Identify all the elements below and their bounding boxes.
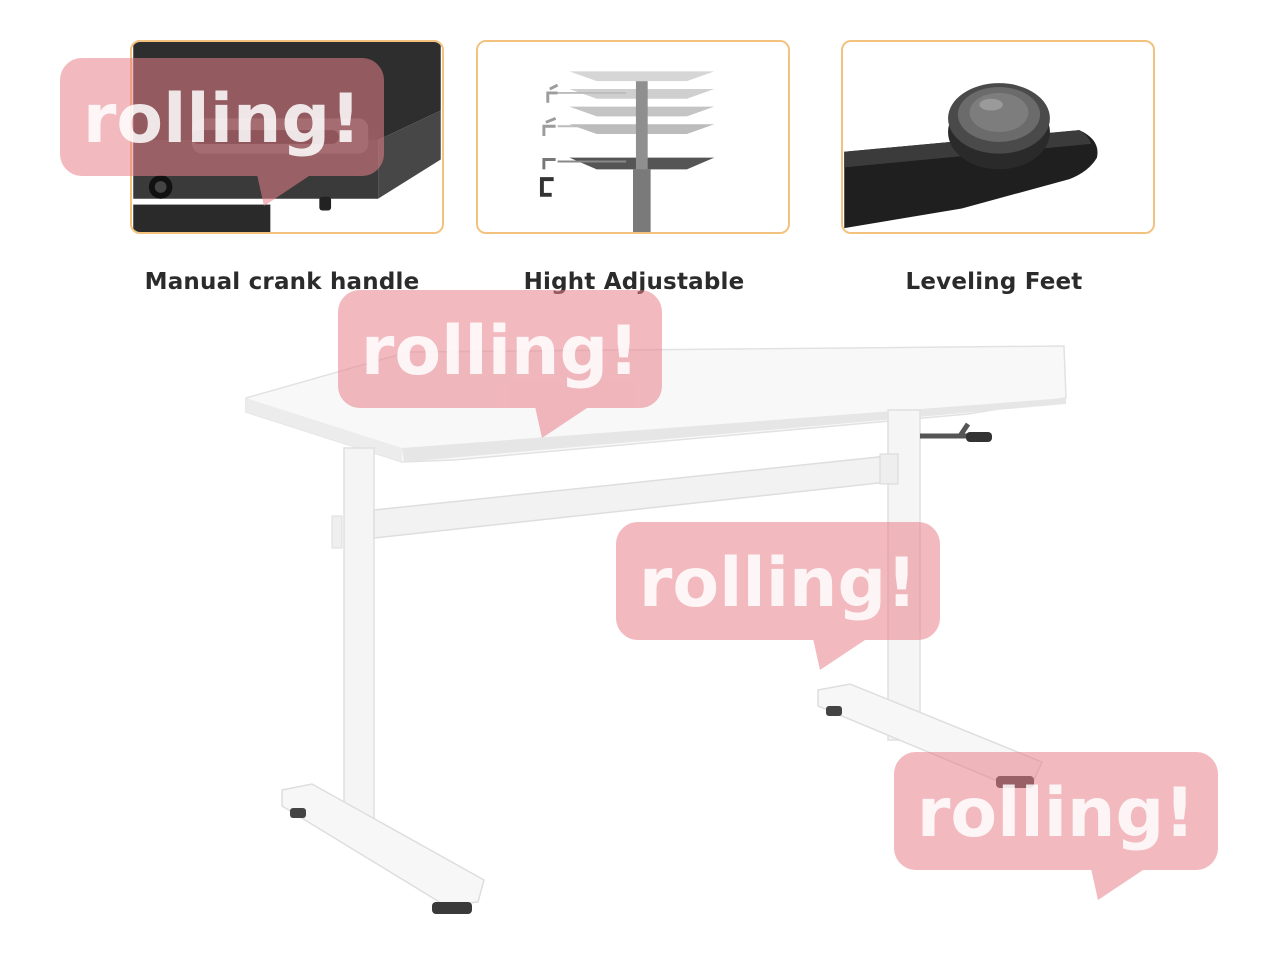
feature-label-feet: Leveling Feet: [905, 269, 1083, 295]
watermark-text: rolling!: [639, 544, 917, 623]
watermark-text: rolling!: [917, 774, 1195, 853]
height-adjust-diagram-icon: [479, 42, 787, 232]
feature-box-feet: [841, 40, 1155, 234]
feature-box-height: [476, 40, 790, 234]
desk-crank-handle: [920, 422, 990, 439]
watermark-logo: rolling!: [894, 752, 1218, 902]
leveling-foot-photo-icon: [844, 42, 1152, 232]
desk-left-column: [343, 447, 375, 829]
watermark-text: rolling!: [83, 80, 361, 159]
desk-left-foot: [281, 783, 485, 907]
watermark-logo: rolling!: [60, 58, 384, 208]
watermark-logo: rolling!: [338, 290, 662, 440]
watermark-text: rolling!: [361, 312, 639, 391]
watermark-logo: rolling!: [616, 522, 940, 672]
